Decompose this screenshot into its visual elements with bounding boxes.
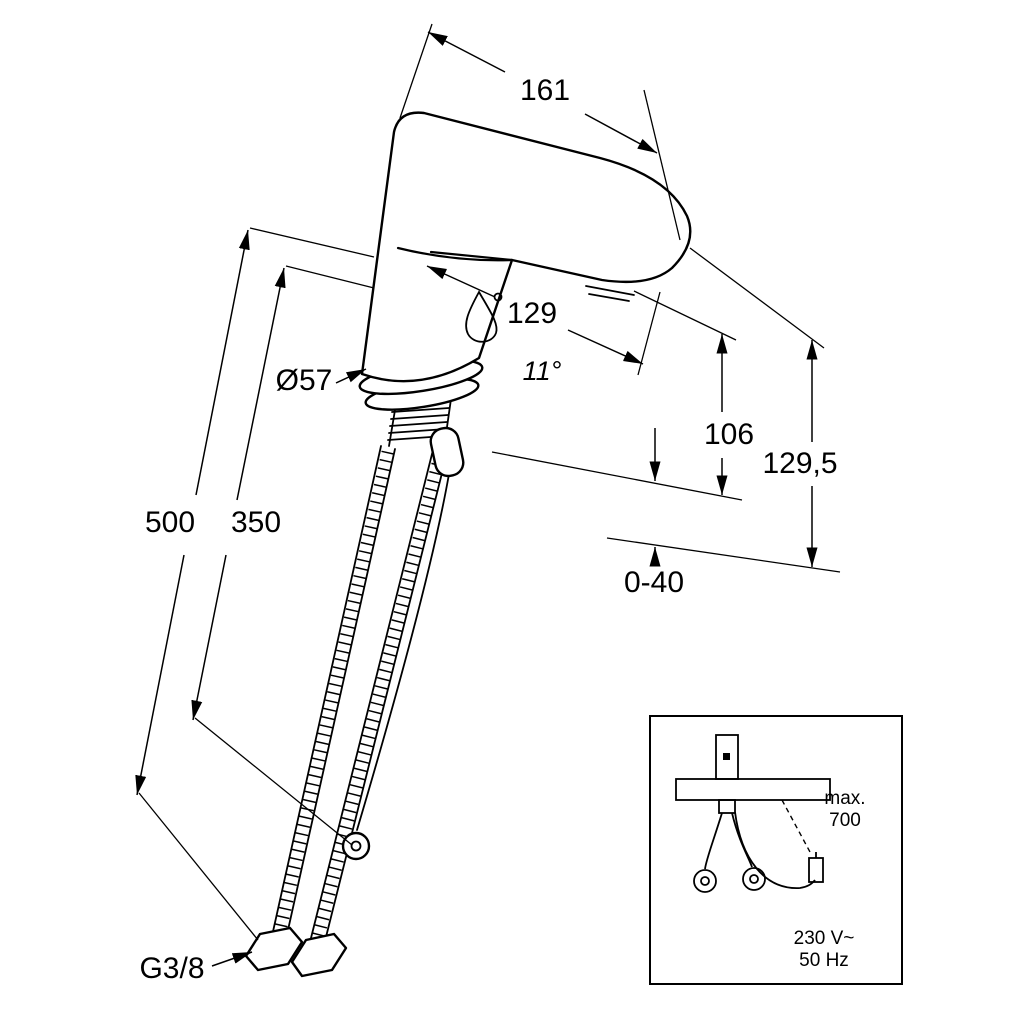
dim-dia57-leader xyxy=(335,368,367,384)
dim-129-5: 129,5 xyxy=(762,340,838,567)
aerator-line-2 xyxy=(588,293,630,302)
dim-350: 350 xyxy=(191,265,375,846)
inset-hose-right-center xyxy=(749,874,759,884)
inset-countertop xyxy=(675,778,831,801)
counter-top-line xyxy=(491,451,743,501)
dim-161: 161 xyxy=(399,23,681,241)
g38-nut-right xyxy=(290,932,348,978)
dim-500-ext-bottom xyxy=(138,792,259,941)
counter-bottom-line xyxy=(606,537,841,573)
inset-hose-left-center xyxy=(700,876,710,886)
sensor-drop-icon xyxy=(465,290,498,343)
dim-161-label: 161 xyxy=(520,74,570,107)
dim-0-40: 0-40 xyxy=(624,428,684,599)
inset-frequency-label: 50 Hz xyxy=(799,950,849,971)
inset-max-label: max. xyxy=(824,788,865,809)
hose-right-edge-a xyxy=(310,449,434,939)
body-spout-crease xyxy=(396,246,514,262)
faucet-body-outline xyxy=(360,111,692,383)
dim-g38-label: G3/8 xyxy=(139,952,204,985)
dim-350-ext-top xyxy=(285,265,375,289)
cable-plug-icon xyxy=(341,831,371,861)
inset-shank xyxy=(718,799,736,814)
solenoid-connector xyxy=(429,426,465,478)
dim-161-line-b xyxy=(584,113,658,154)
inset-hose-left xyxy=(704,812,723,870)
dim-g38-leader xyxy=(211,951,253,967)
dim-129-5-label: 129,5 xyxy=(762,447,837,480)
dim-161-line-a xyxy=(427,31,506,73)
sensor-cable-line xyxy=(356,473,450,831)
faucet-assembly xyxy=(244,111,692,978)
dim-dia57-label: Ø57 xyxy=(276,364,333,397)
dim-350-line-b xyxy=(191,554,227,721)
dim-129: 129 xyxy=(426,265,661,376)
shank-thread-3 xyxy=(389,421,448,427)
shank-thread-1 xyxy=(391,407,450,413)
sensor-cable xyxy=(341,473,450,861)
dim-500: 500 xyxy=(135,227,375,941)
supply-hoses xyxy=(271,445,448,942)
inset-max-value: 700 xyxy=(829,810,861,831)
inset-sensor-dot xyxy=(723,753,730,760)
dim-129-label: 129 xyxy=(507,297,557,330)
aerator-line-1 xyxy=(585,285,635,296)
hose-left-ribs xyxy=(272,450,395,937)
hose-right-edge-b xyxy=(324,452,448,942)
dim-106-label: 106 xyxy=(704,418,754,451)
inset-hose-left-end xyxy=(693,869,717,893)
dim-350-ext-bottom xyxy=(194,717,353,846)
inset-border xyxy=(649,715,903,985)
connection-nuts xyxy=(244,926,348,978)
inset-max-leader xyxy=(781,799,811,853)
dim-dia57: Ø57 xyxy=(276,364,367,397)
dim-500-label: 500 xyxy=(145,506,195,539)
inset-voltage-label: 230 V~ xyxy=(794,928,855,949)
cable-plug-center xyxy=(350,840,362,852)
dim-500-line-a xyxy=(195,229,250,496)
dim-161-ext-left xyxy=(399,23,433,119)
reference-lines xyxy=(491,247,841,573)
hose-right-ribs xyxy=(311,454,447,939)
hose-left-edge-a xyxy=(271,445,382,937)
installation-inset: max. 700 230 V~ 50 Hz xyxy=(649,715,903,985)
ext-outlet-level xyxy=(633,290,737,341)
dim-161-ext-right xyxy=(643,89,681,241)
dim-g38: G3/8 xyxy=(139,951,253,985)
dim-129-line-b xyxy=(567,329,644,365)
ext-spout-top-level xyxy=(689,247,825,349)
inset-power-cable xyxy=(734,811,816,889)
dim-500-line-b xyxy=(135,554,185,796)
faucet-body xyxy=(360,111,692,383)
g38-nut-left xyxy=(244,926,304,972)
shank-thread-2 xyxy=(390,414,449,420)
dim-angle-label: 11° xyxy=(523,356,562,386)
mounting-shank xyxy=(387,398,465,478)
dim-129-line-a xyxy=(426,265,496,298)
dim-0-40-label: 0-40 xyxy=(624,566,684,599)
inset-hose-right-end xyxy=(742,867,766,891)
dim-106: 106 xyxy=(704,334,754,495)
dim-350-label: 350 xyxy=(231,506,281,539)
hose-left-edge-b xyxy=(285,448,396,940)
dim-350-line-a xyxy=(236,267,286,501)
dim-500-ext-top xyxy=(249,227,375,258)
